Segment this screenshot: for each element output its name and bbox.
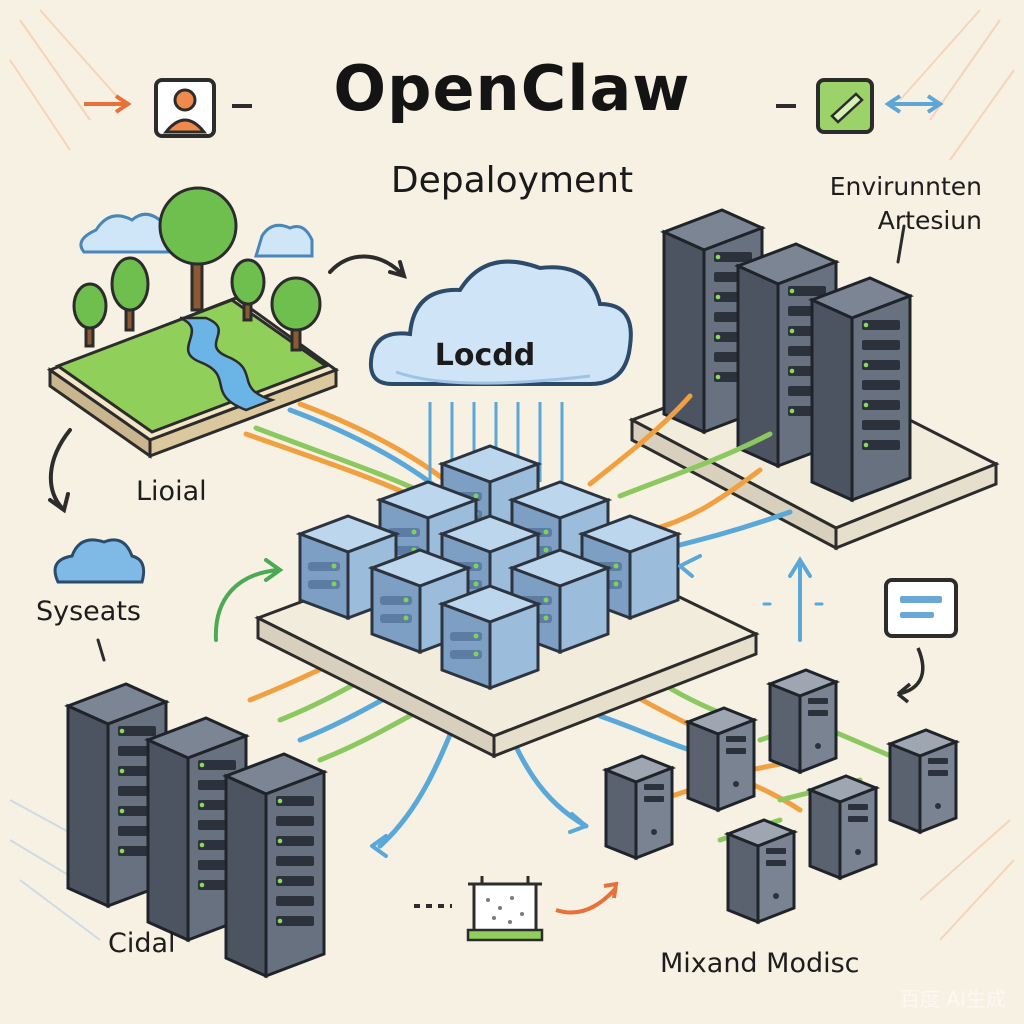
left-server-cluster: [66, 682, 326, 978]
page-title: OpenClaw: [333, 52, 691, 125]
document-icon: [884, 578, 958, 704]
flow-arrows: [48, 224, 906, 858]
watermark: 百度 AI生成: [900, 987, 1006, 1011]
page-subtitle: Depaloyment: [390, 160, 634, 201]
environment-label-line2: Artesiun: [877, 206, 982, 235]
mixed-label: Mixand Modisc: [660, 948, 860, 979]
landscape-island-icon: [46, 186, 340, 459]
environment-label: Envirunnten Artesiun: [830, 170, 982, 238]
header-right-decoration: [776, 78, 944, 134]
cidal-label: Cidal: [108, 928, 176, 959]
right-server-cluster: [628, 208, 1000, 551]
header-left-decoration: [84, 78, 252, 138]
cloud-icon: [369, 259, 633, 386]
filter-box-icon: [414, 876, 619, 942]
environment-label-line1: Envirunnten: [829, 172, 982, 201]
local-label: Lioial: [136, 476, 207, 507]
small-cloud-left: [53, 538, 146, 584]
cloud-label: Locdd: [434, 338, 536, 373]
systems-label: Syseats: [36, 596, 141, 627]
background-sketch-strokes: [9, 9, 1015, 941]
